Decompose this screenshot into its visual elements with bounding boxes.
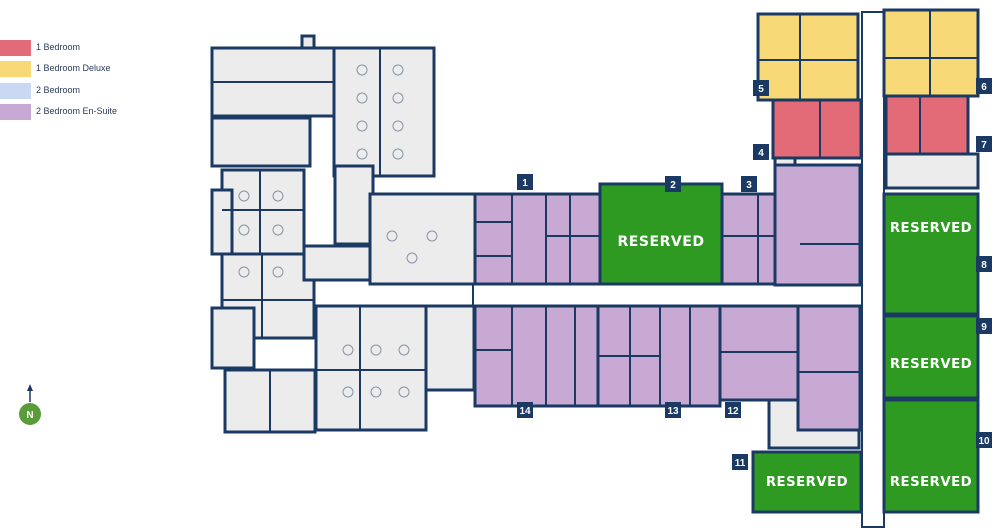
- furniture-icon: [356, 148, 368, 160]
- furniture-icon: [370, 386, 382, 398]
- common-room: [300, 34, 316, 50]
- common-room: [424, 304, 476, 392]
- legend-label: 2 Bedroom En-Suite: [36, 106, 118, 116]
- apartment-unit: [720, 192, 779, 286]
- common-room: [884, 152, 980, 190]
- unit-number-badge: [976, 136, 992, 152]
- north-compass: N: [19, 384, 41, 425]
- compass-circle: [19, 403, 41, 425]
- reserved-blocks: RESERVED RESERVED RESERVED RESERVED RESERVED: [598, 182, 980, 514]
- unit-number-badge: [976, 78, 992, 94]
- unit-number: 11: [735, 458, 746, 469]
- furniture-icon: [356, 64, 368, 76]
- unit-number: 6: [981, 82, 987, 93]
- unit-number-badge: [732, 454, 748, 470]
- reserved-label: RESERVED: [890, 221, 972, 236]
- apartment-unit: [771, 98, 863, 160]
- interior-walls: [212, 10, 978, 432]
- common-room: [210, 188, 234, 256]
- furniture-icon: [392, 92, 404, 104]
- unit-number: 10: [978, 436, 990, 447]
- unit-number-badge: [725, 402, 741, 418]
- unit-number-badge: [665, 176, 681, 192]
- reserved-label: RESERVED: [890, 357, 972, 372]
- furniture-icon: [392, 120, 404, 132]
- common-room: [302, 244, 372, 282]
- apartment-unit: [756, 12, 860, 102]
- furniture-icon: [426, 230, 438, 242]
- common-room: [314, 304, 428, 432]
- reserved-block: [882, 192, 980, 316]
- furniture-icon: [356, 120, 368, 132]
- furniture-icon: [392, 148, 404, 160]
- unit-number-badge: [517, 174, 533, 190]
- furniture-icon: [342, 386, 354, 398]
- common-room: [210, 306, 256, 370]
- unit-number-badge: [753, 80, 769, 96]
- furniture-icon: [238, 266, 250, 278]
- unit-number-badge: [517, 402, 533, 418]
- legend-swatch: [0, 83, 31, 99]
- apartment-unit: [796, 304, 862, 432]
- north-arrow-icon: [27, 384, 33, 391]
- furniture-icon: [406, 252, 418, 264]
- unit-number: 14: [519, 406, 531, 417]
- reserved-label: RESERVED: [618, 234, 705, 250]
- furniture-icon: [392, 64, 404, 76]
- reserved-block: [598, 182, 724, 286]
- unit-number: 8: [981, 260, 987, 271]
- reserved-label: RESERVED: [766, 475, 848, 490]
- furniture-icon: [386, 230, 398, 242]
- furniture-icon: [398, 386, 410, 398]
- unit-number: 9: [981, 322, 987, 333]
- common-room: [333, 164, 375, 246]
- furniture-icon: [272, 224, 284, 236]
- legend-label: 1 Bedroom: [36, 42, 81, 52]
- common-room: [332, 46, 436, 178]
- corridor: [861, 11, 885, 528]
- unit-number-badge: [976, 432, 992, 448]
- apartment-unit: [884, 94, 970, 156]
- furniture-icon: [272, 190, 284, 202]
- unit-number: 12: [727, 406, 739, 417]
- legend-label: 1 Bedroom Deluxe: [36, 63, 111, 73]
- corridor: [472, 283, 864, 307]
- furniture-icon: [370, 344, 382, 356]
- unit-number-badge: [753, 144, 769, 160]
- unit-number: 4: [758, 148, 764, 159]
- reserved-block: [882, 398, 980, 514]
- unit-number-badge: [665, 402, 681, 418]
- common-room: [210, 116, 312, 168]
- furniture-icon: [272, 266, 284, 278]
- reserved-block: [882, 314, 980, 400]
- unit-number-badge: [976, 318, 992, 334]
- legend-swatch: [0, 40, 31, 56]
- common-room: [220, 168, 306, 256]
- reserved-block: [751, 450, 863, 514]
- reserved-label: RESERVED: [890, 475, 972, 490]
- furniture-icon: [398, 344, 410, 356]
- apartment-unit: [473, 304, 600, 408]
- apartment-unit: [473, 192, 602, 286]
- legend-label: 2 Bedroom: [36, 85, 81, 95]
- furniture-icon: [356, 92, 368, 104]
- unit-number: 1: [522, 178, 528, 189]
- legend-swatch: [0, 61, 31, 77]
- furniture-icon: [342, 344, 354, 356]
- compass-label: N: [26, 410, 33, 421]
- common-room: [368, 192, 477, 286]
- furniture-icon: [238, 190, 250, 202]
- unit-number: 7: [981, 140, 987, 151]
- unit-number: 13: [667, 406, 679, 417]
- furniture-icon: [238, 224, 250, 236]
- unit-number-badge: [741, 176, 757, 192]
- unit-number: 3: [746, 180, 752, 191]
- unit-number-badge: [976, 256, 992, 272]
- legend-swatch: [0, 104, 31, 120]
- unit-number: 2: [670, 180, 676, 191]
- apartment-unit: [773, 163, 862, 287]
- unit-number: 5: [758, 84, 764, 95]
